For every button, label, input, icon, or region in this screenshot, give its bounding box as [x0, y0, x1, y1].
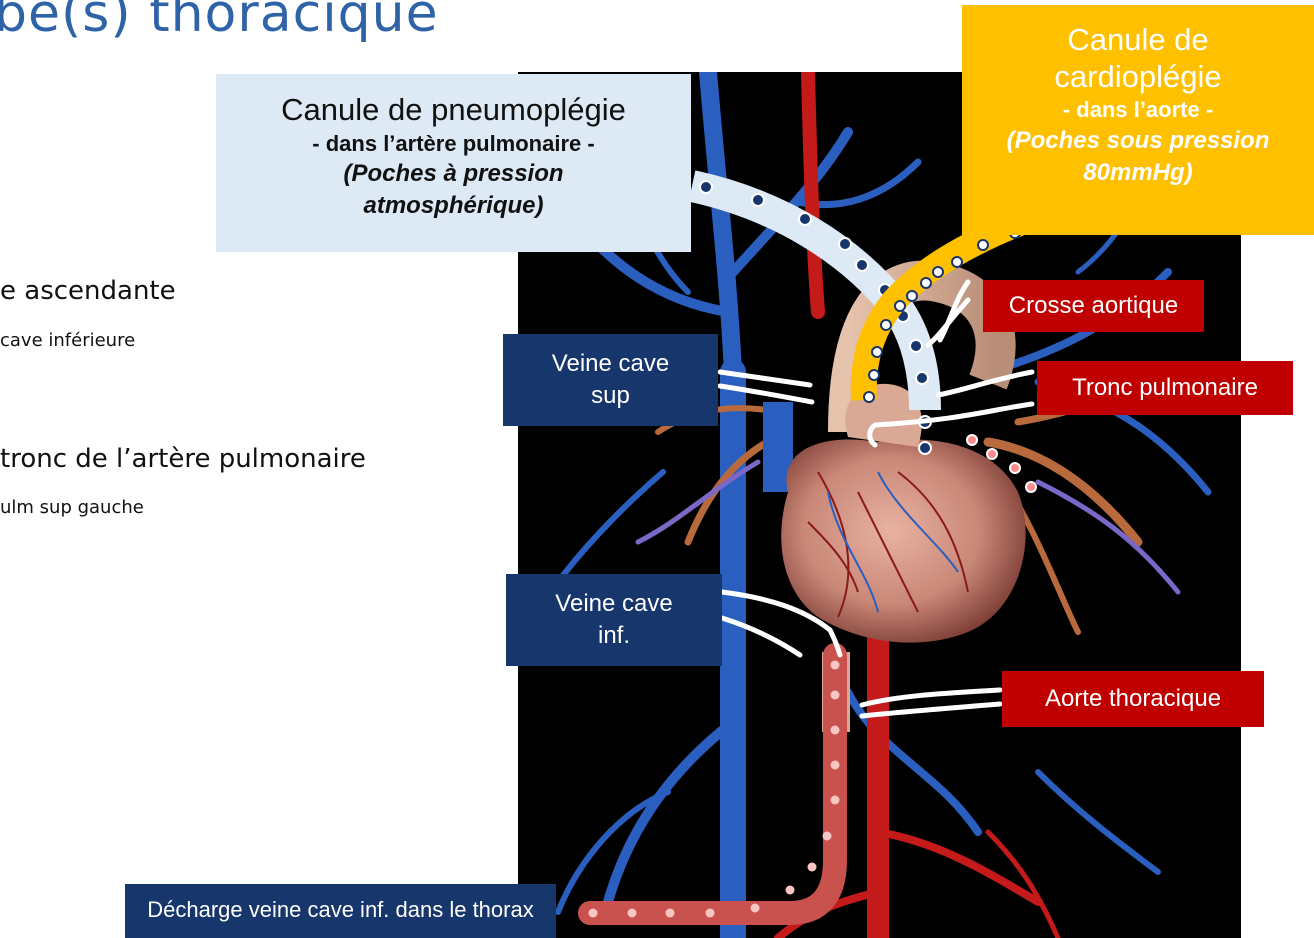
pneumoplegia-callout: Canule de pneumoplégie - dans l’artère p…: [216, 74, 691, 252]
cardioplegia-note-line2: 80mmHg): [962, 157, 1314, 189]
pneumoplegia-title: Canule de pneumoplégie: [216, 90, 691, 130]
slide-title: be(s) thoracique: [0, 0, 439, 44]
pneumoplegia-note-line1: (Poches à pression: [216, 158, 691, 190]
bullet-tronc-artere-pulmonaire: tronc de l’artère pulmonaire: [0, 444, 366, 474]
label-veine-cave-inf: Veine cave inf.: [506, 574, 722, 666]
bullet-cave-inferieure: cave inférieure: [0, 330, 135, 351]
cardioplegia-title-line1: Canule de: [962, 21, 1314, 58]
label-veine-cave-sup: Veine cave sup: [503, 334, 718, 426]
heart: [781, 439, 1025, 642]
label-crosse-aortique: Crosse aortique: [983, 280, 1204, 332]
label-tronc-pulmonaire: Tronc pulmonaire: [1037, 361, 1293, 415]
pneumoplegia-location: - dans l’artère pulmonaire -: [216, 130, 691, 158]
label-decharge-veine-cave-inf: Décharge veine cave inf. dans le thorax: [125, 884, 556, 938]
label-aorte-thoracique: Aorte thoracique: [1002, 671, 1264, 727]
pulmonary-trunk: [845, 384, 921, 447]
cardioplegia-title-line2: cardioplégie: [962, 58, 1314, 95]
pneumoplegia-note-line2: atmosphérique): [216, 190, 691, 222]
label-veine-cave-inf-line2: inf.: [506, 620, 722, 652]
cardioplegia-callout: Canule de cardioplégie - dans l’aorte - …: [962, 5, 1314, 235]
label-veine-cave-sup-line2: sup: [503, 380, 718, 412]
label-veine-cave-sup-line1: Veine cave: [503, 348, 718, 380]
label-veine-cave-inf-line1: Veine cave: [506, 588, 722, 620]
cardioplegia-location: - dans l’aorte -: [962, 95, 1314, 125]
bullet-aorte-ascendante: e ascendante: [0, 276, 176, 306]
bullet-pulm-sup-gauche: ulm sup gauche: [0, 497, 144, 518]
cardioplegia-note-line1: (Poches sous pression: [962, 125, 1314, 157]
